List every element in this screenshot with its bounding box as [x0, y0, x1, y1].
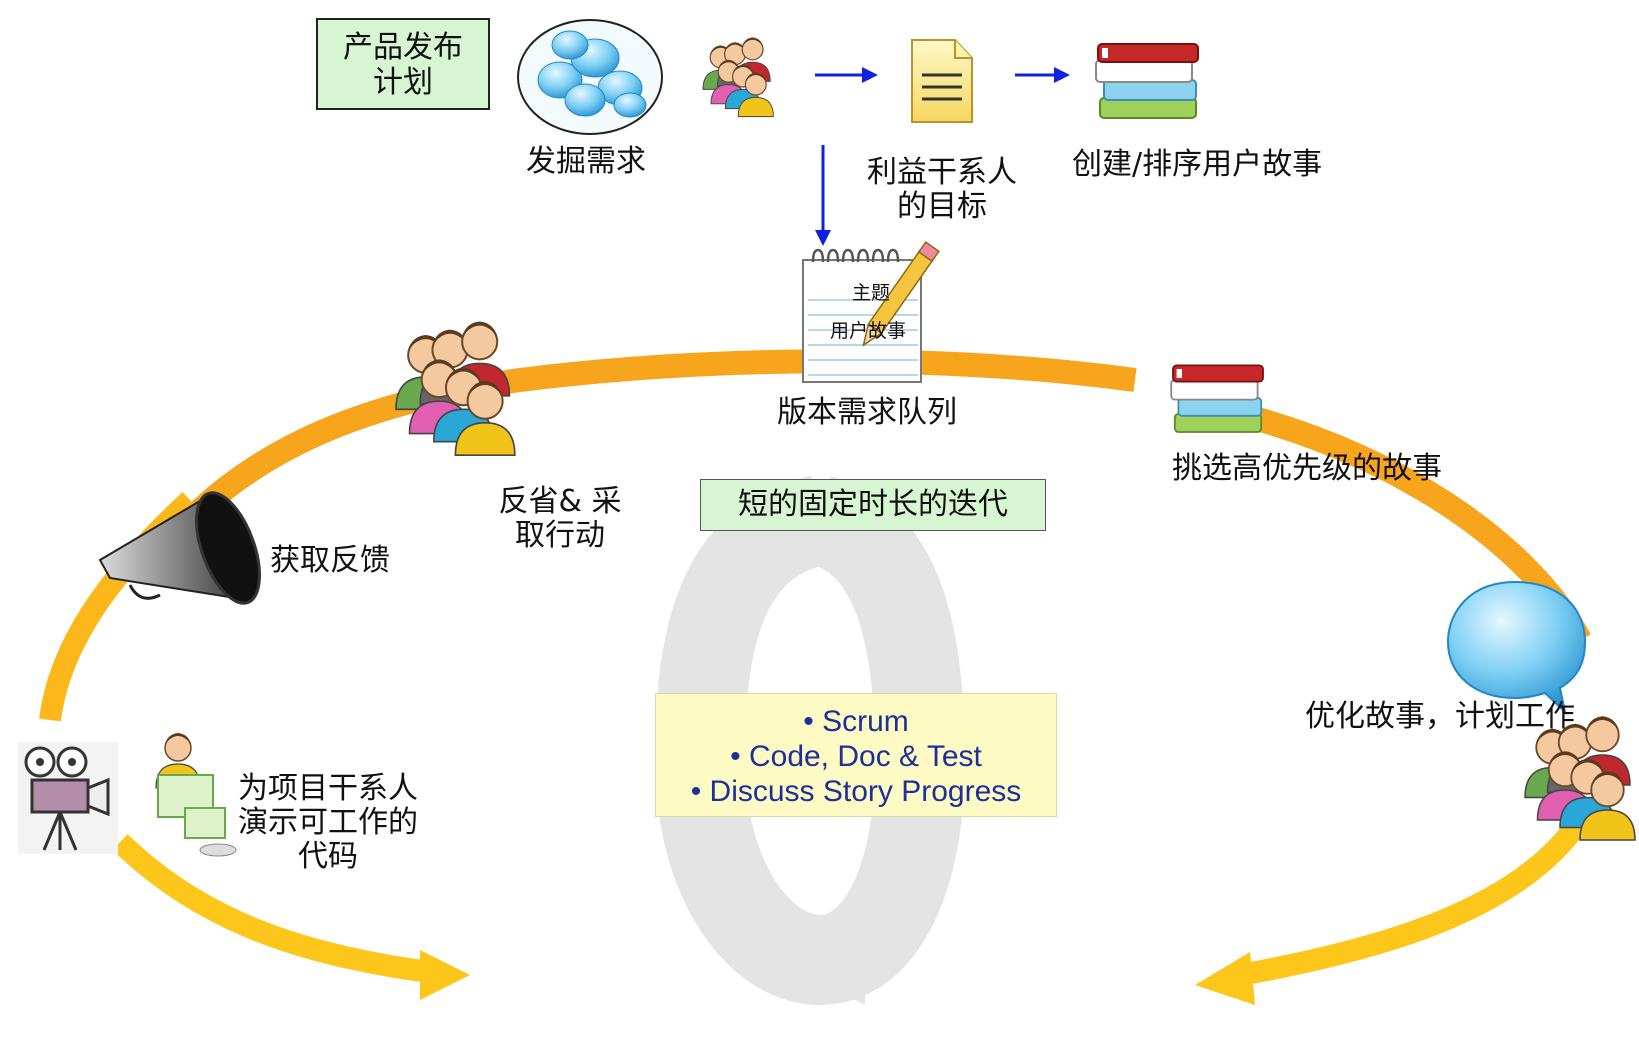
- notepad-theme-text: 主题: [852, 282, 891, 304]
- planning-team-people-icon: [1525, 716, 1635, 840]
- priority-books-icon: [1170, 364, 1264, 433]
- release-plan-box: 产品发布 计划: [316, 18, 490, 110]
- daily-work-note: • Scrum • Code, Doc & Test • Discuss Sto…: [655, 693, 1057, 817]
- team-reflection-people-icon: [396, 322, 515, 456]
- release-backlog-label: 版本需求队列: [777, 395, 957, 430]
- discover-requirements-label: 发掘需求: [526, 144, 646, 179]
- speech-bubble-icon: [1446, 580, 1587, 715]
- presenter-icon: [155, 732, 237, 857]
- stakeholder-goals-label: 利益干系人 的目标: [867, 155, 1017, 224]
- select-priority-stories-label: 挑选高优先级的故事: [1172, 451, 1442, 486]
- people-group-icon: [703, 37, 773, 116]
- books-icon: [1095, 43, 1199, 119]
- notepad-user-story-text: 用户故事: [830, 320, 907, 342]
- reflect-act-label: 反省& 采 取行动: [498, 484, 622, 553]
- blue-flow-arrows: [815, 67, 1070, 246]
- speech-bubbles-icon: [517, 19, 663, 135]
- megaphone-icon: [98, 491, 261, 605]
- daily-work-item-discuss-progress: • Discuss Story Progress: [690, 775, 1022, 808]
- demo-working-code-label: 为项目干系人 演示可工作的 代码: [238, 771, 418, 874]
- movie-camera-icon: [18, 742, 118, 854]
- create-rank-stories-label: 创建/排序用户故事: [1072, 147, 1323, 182]
- get-feedback-label: 获取反馈: [270, 543, 390, 578]
- refine-plan-label: 优化故事，计划工作: [1305, 699, 1575, 734]
- document-icon: [911, 39, 973, 123]
- notepad-pencil-icon: [802, 241, 940, 383]
- daily-work-item-code-doc-test: • Code, Doc & Test: [730, 740, 982, 773]
- iteration-label-box: 短的固定时长的迭代: [700, 479, 1046, 531]
- daily-work-item-scrum: • Scrum: [803, 705, 909, 738]
